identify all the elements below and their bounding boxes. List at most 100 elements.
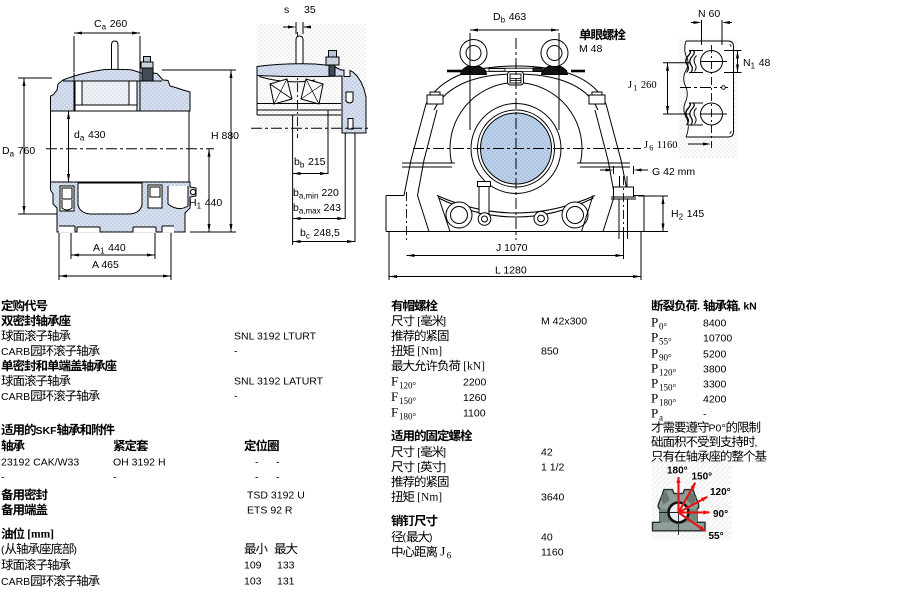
svg-text:M 42x300: M 42x300 — [541, 316, 587, 328]
svg-text:120°: 120° — [399, 381, 417, 391]
svg-text:131: 131 — [277, 576, 295, 588]
svg-text:180°: 180° — [659, 398, 677, 408]
svg-text:1: 1 — [633, 84, 637, 93]
svg-text:430: 430 — [85, 129, 106, 141]
svg-text:260: 260 — [107, 18, 128, 30]
svg-text:-: - — [234, 346, 238, 358]
svg-text:150°: 150° — [399, 396, 417, 406]
svg-text:G 42 mm: G 42 mm — [652, 166, 695, 178]
svg-text:[: [ — [417, 316, 420, 328]
svg-text:[Nm]: [Nm] — [417, 492, 442, 504]
svg-text:N: N — [743, 57, 751, 69]
svg-text:.: . — [697, 301, 700, 313]
svg-text:s: s — [284, 4, 289, 16]
svg-text:b: b — [294, 156, 300, 168]
svg-text:P: P — [651, 391, 658, 406]
svg-text:103: 103 — [244, 576, 262, 588]
svg-text:OH 3192 H: OH 3192 H — [113, 457, 166, 469]
svg-text:1160: 1160 — [541, 547, 564, 559]
svg-text:P: P — [651, 361, 658, 376]
svg-text:F: F — [391, 405, 398, 420]
svg-text:-: - — [113, 472, 117, 484]
svg-text:6: 6 — [649, 144, 653, 153]
svg-text:a: a — [10, 150, 15, 159]
svg-text:-: - — [703, 409, 707, 421]
svg-text:8400: 8400 — [703, 318, 727, 330]
svg-text:J: J — [440, 544, 445, 559]
svg-text:6: 6 — [447, 551, 452, 561]
svg-text:[: [ — [417, 462, 420, 474]
svg-text:CARB: CARB — [1, 391, 30, 403]
svg-text:N 60: N 60 — [698, 8, 720, 20]
svg-text:]: ] — [443, 462, 446, 474]
svg-text:2200: 2200 — [463, 377, 487, 389]
svg-text:[: [ — [417, 447, 420, 459]
svg-text:, kN: , kN — [738, 301, 757, 313]
svg-text:a: a — [659, 413, 663, 423]
svg-text:109: 109 — [244, 560, 262, 572]
svg-text:243: 243 — [321, 202, 342, 214]
svg-text:4200: 4200 — [703, 394, 727, 406]
svg-text:M 48: M 48 — [579, 43, 603, 55]
svg-text:3300: 3300 — [703, 379, 727, 391]
svg-text:120°: 120° — [710, 487, 731, 498]
svg-text:760: 760 — [15, 145, 36, 157]
svg-text:P: P — [651, 376, 658, 391]
svg-text:F: F — [391, 374, 398, 389]
svg-text:]: ] — [443, 316, 446, 328]
svg-text:1 1/2: 1 1/2 — [541, 462, 565, 474]
svg-text:133: 133 — [277, 560, 295, 572]
svg-text:TSD 3192 U: TSD 3192 U — [247, 490, 305, 502]
svg-text:L 1280: L 1280 — [495, 265, 527, 277]
svg-text:1260: 1260 — [463, 392, 487, 404]
svg-text:F: F — [391, 389, 398, 404]
svg-text:H: H — [671, 208, 679, 220]
svg-text:A: A — [93, 242, 100, 254]
svg-text:a: a — [102, 23, 107, 32]
svg-text:a: a — [80, 134, 85, 143]
svg-text:SKF: SKF — [36, 425, 58, 437]
svg-text:-: - — [255, 472, 259, 484]
svg-text:b: b — [293, 187, 299, 199]
svg-text:(: ( — [403, 532, 407, 544]
svg-text:-: - — [234, 391, 238, 403]
svg-text:P: P — [651, 406, 658, 421]
svg-text:40: 40 — [541, 532, 553, 544]
svg-text:CARB: CARB — [1, 576, 30, 588]
svg-text:1100: 1100 — [463, 408, 486, 420]
svg-text:b: b — [300, 161, 305, 170]
svg-text:d: d — [74, 129, 80, 141]
svg-text:150°: 150° — [659, 383, 677, 393]
svg-text:220: 220 — [318, 187, 339, 199]
svg-text:120°: 120° — [659, 368, 677, 378]
svg-text:P0°: P0° — [709, 423, 726, 435]
svg-text:260: 260 — [638, 80, 656, 91]
svg-text:90°: 90° — [713, 509, 728, 520]
svg-text:b: b — [501, 16, 506, 25]
svg-text:[kN]: [kN] — [463, 361, 485, 373]
svg-text:180°: 180° — [399, 412, 417, 422]
svg-text:23192 CAK/W33: 23192 CAK/W33 — [1, 457, 79, 469]
svg-text:]: ] — [443, 447, 446, 459]
svg-text:440: 440 — [202, 197, 223, 209]
svg-text:-: - — [276, 457, 280, 469]
svg-text:D: D — [2, 145, 10, 157]
svg-text:SNL 3192 LATURT: SNL 3192 LATURT — [234, 376, 324, 388]
svg-text:P: P — [651, 315, 658, 330]
svg-text:55°: 55° — [659, 337, 672, 347]
svg-text:): ) — [429, 532, 433, 544]
svg-text:a,min: a,min — [299, 192, 319, 201]
svg-text:180°: 180° — [667, 466, 688, 477]
svg-text:248,5: 248,5 — [311, 227, 340, 239]
svg-text:[mm]: [mm] — [27, 529, 54, 541]
svg-text:215: 215 — [305, 156, 326, 168]
svg-text:(: ( — [1, 544, 5, 556]
svg-text:0°: 0° — [659, 322, 668, 332]
svg-text:3640: 3640 — [541, 492, 565, 504]
svg-text:a,max: a,max — [299, 207, 321, 216]
svg-text:1: 1 — [197, 202, 202, 211]
svg-text:A 465: A 465 — [92, 259, 119, 271]
svg-text:145: 145 — [684, 208, 705, 220]
svg-text:-: - — [1, 472, 5, 484]
svg-text:C: C — [94, 18, 102, 30]
